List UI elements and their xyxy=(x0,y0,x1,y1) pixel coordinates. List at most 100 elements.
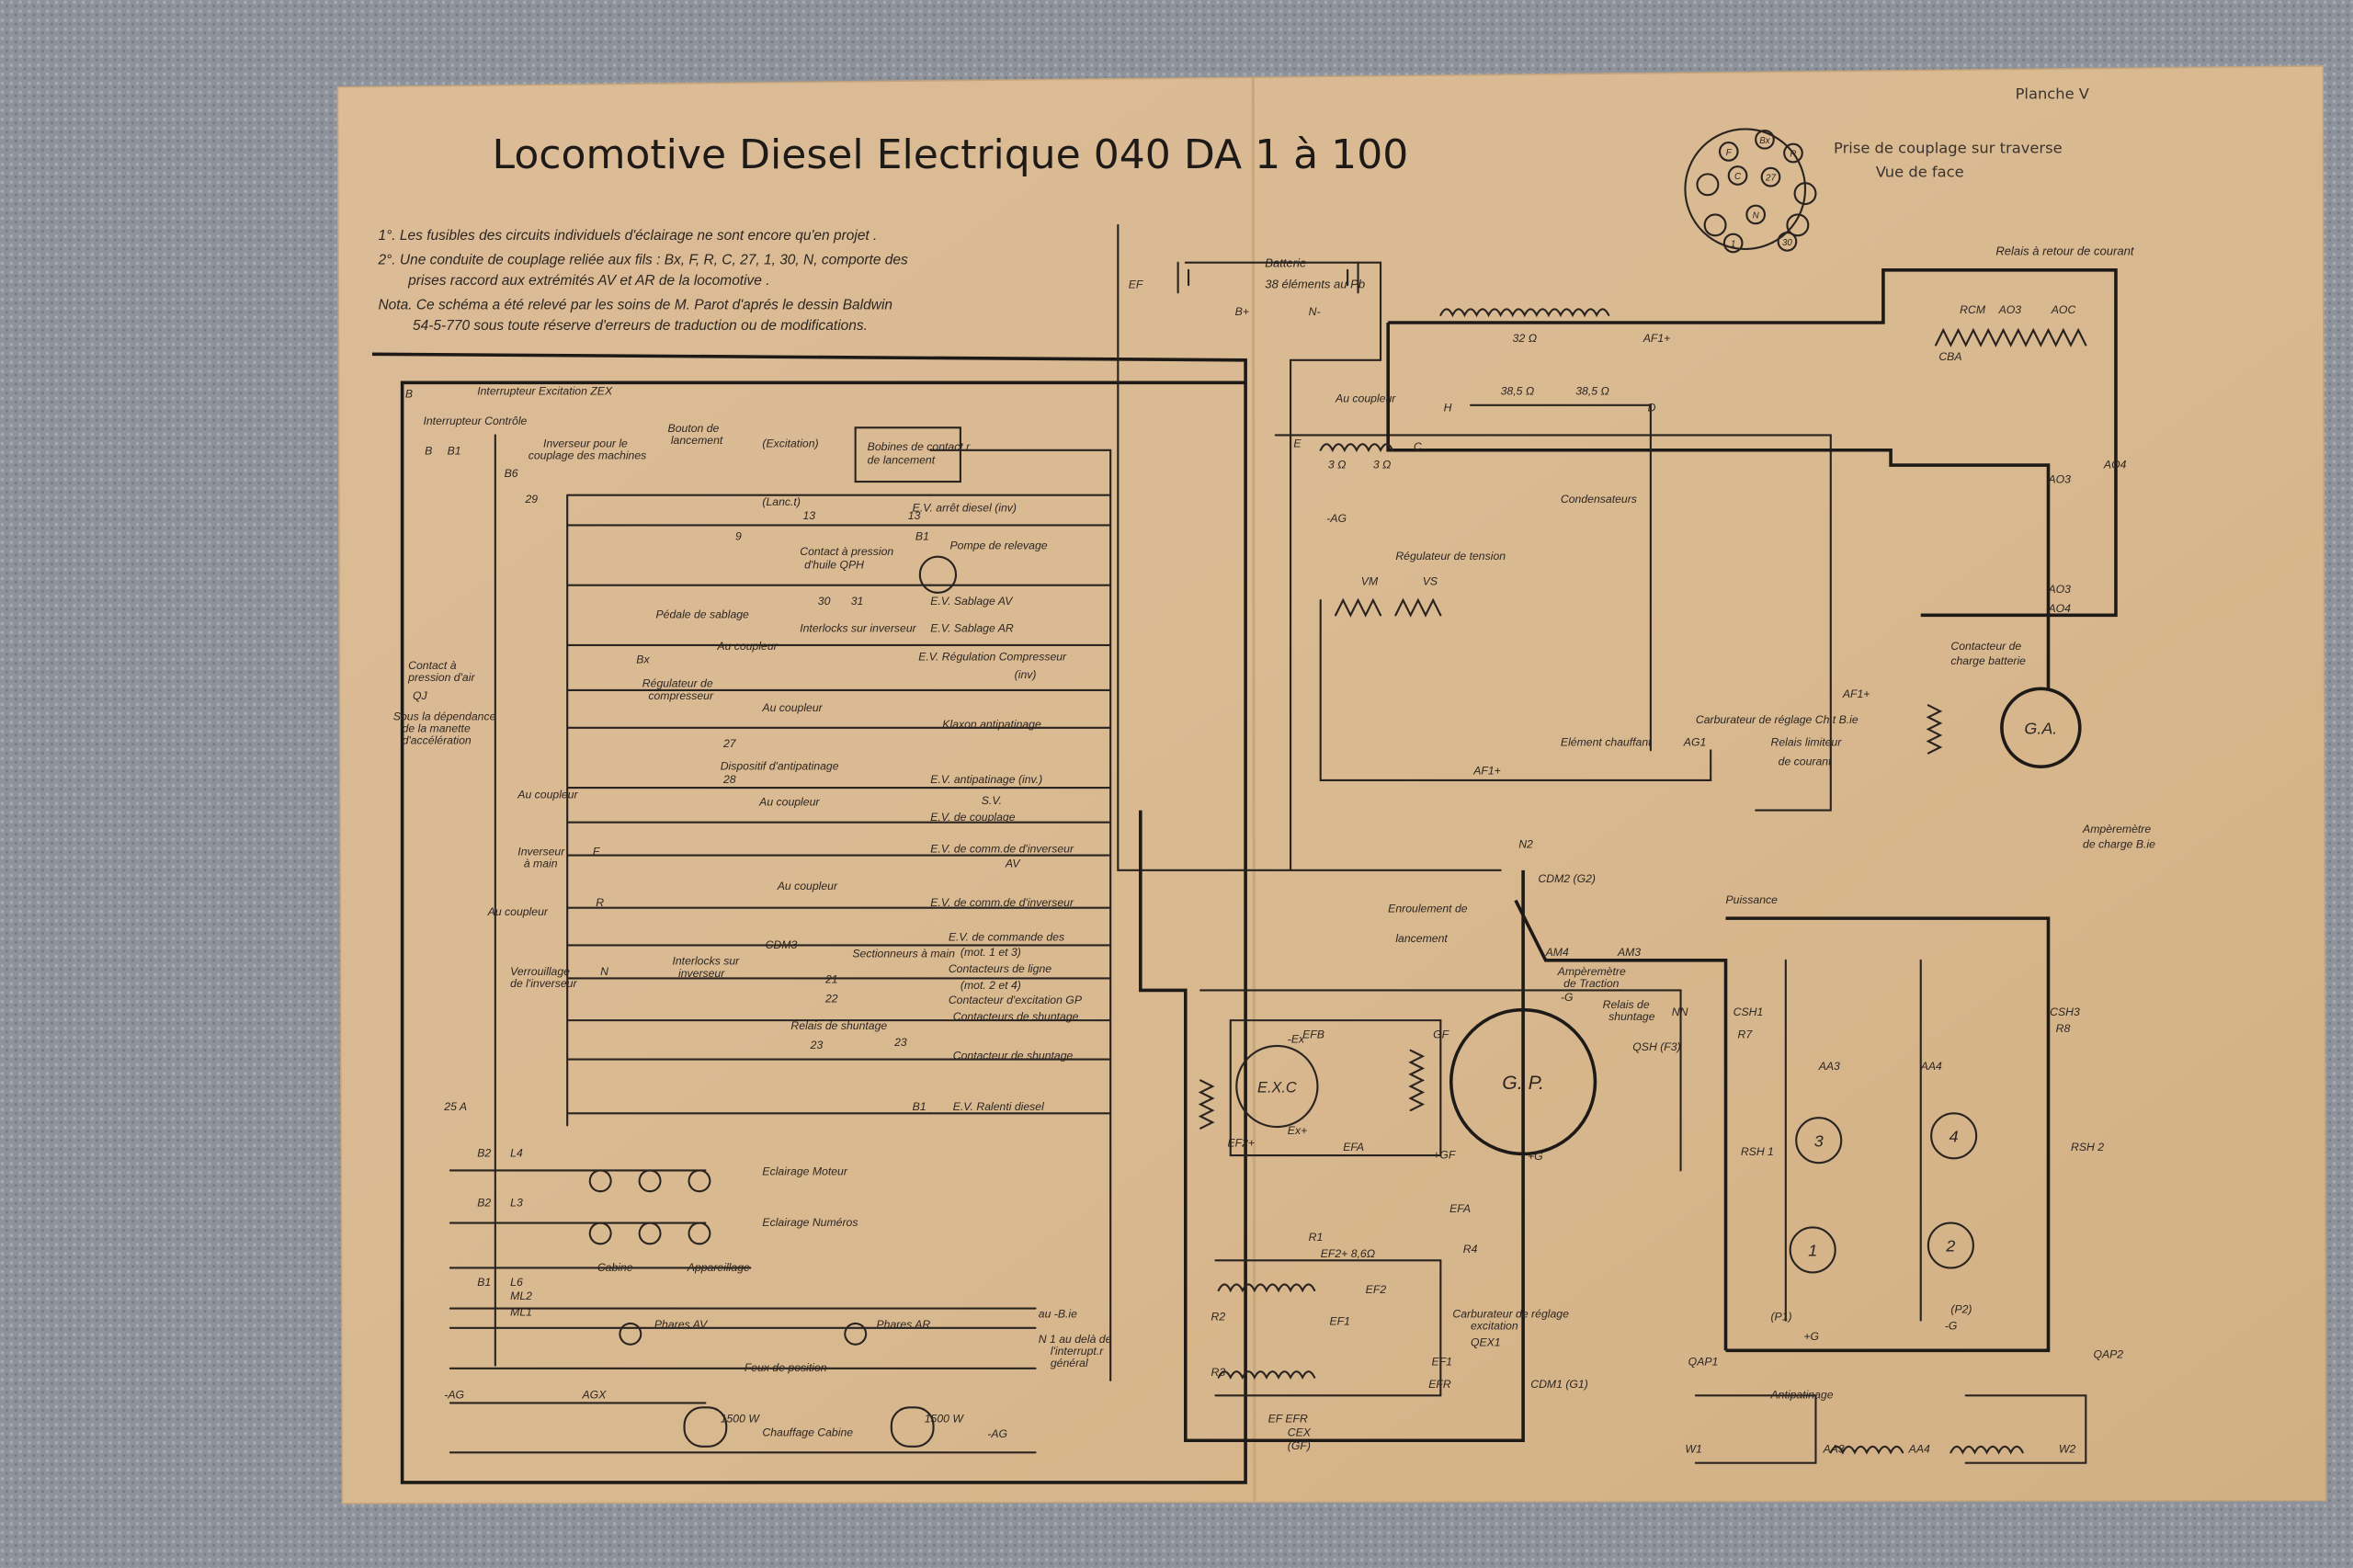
schematic-label: R xyxy=(596,896,604,909)
schematic-label: QSH (F3) xyxy=(1632,1040,1680,1053)
schematic-label: Ex+ xyxy=(1288,1124,1307,1137)
schematic-label: AF1+ xyxy=(1472,764,1501,777)
schematic-label: EFA xyxy=(1449,1202,1471,1215)
schematic-label: 1500 W xyxy=(925,1413,965,1426)
note-line: 2°. Une conduite de couplage reliée aux … xyxy=(377,252,908,267)
schematic-label: Au coupleur xyxy=(777,880,838,892)
schematic-label: QAP2 xyxy=(2093,1347,2123,1360)
note-line: 1°. Les fusibles des circuits individuel… xyxy=(378,228,877,244)
schematic-label: W2 xyxy=(2059,1442,2076,1455)
schematic-label: de Traction xyxy=(1563,977,1619,990)
schematic-label: AO3 xyxy=(2048,473,2072,486)
schematic-label: Puissance xyxy=(1726,893,1779,906)
schematic-label: EF xyxy=(1129,278,1144,290)
schematic-label: CSH3 xyxy=(2050,1006,2080,1018)
schematic-label: Contact à xyxy=(408,659,457,672)
traction-motor-4: 4 xyxy=(1930,1112,1978,1160)
schematic-label: AA3 xyxy=(1823,1442,1845,1455)
schematic-label: Klaxon antipatinage xyxy=(942,718,1041,731)
socket-pin-label: R xyxy=(1790,150,1796,160)
schematic-label: -AG xyxy=(987,1427,1007,1440)
note-line: 54-5-770 sous toute réserve d'erreurs de… xyxy=(413,318,868,334)
schematic-label: Au coupleur xyxy=(758,796,820,809)
schematic-label: +GF xyxy=(1433,1148,1457,1161)
schematic-label: 27 xyxy=(722,737,737,750)
schematic-label: à main xyxy=(524,858,558,870)
schematic-label: E.V. de comm.de d'inverseur xyxy=(930,896,1074,909)
schematic-label: E.V. Sablage AV xyxy=(930,595,1014,608)
schematic-label: Chauffage Cabine xyxy=(762,1426,853,1438)
socket-pin xyxy=(1745,204,1767,225)
socket-pin-label: C xyxy=(1734,172,1742,182)
schematic-label: B+ xyxy=(1235,305,1249,318)
schematic-label: général xyxy=(1051,1357,1088,1369)
schematic-label: R2 xyxy=(1211,1311,1226,1324)
schematic-label: RSH 1 xyxy=(1741,1145,1774,1158)
schematic-label: Bx xyxy=(636,653,650,666)
schematic-label: 1500 W xyxy=(721,1413,761,1426)
schematic-label: 31 xyxy=(851,595,864,608)
schematic-label: Carburateur de réglage xyxy=(1452,1307,1569,1320)
schematic-label: 38,5 Ω xyxy=(1575,384,1609,397)
schematic-label: B6 xyxy=(505,467,518,480)
socket-pin-empty xyxy=(1696,173,1720,197)
schematic-label: Interrupteur Contrôle xyxy=(423,415,527,427)
traction-motor-2: 2 xyxy=(1927,1221,1974,1269)
schematic-label: E.V. Ralenti diesel xyxy=(953,1100,1044,1113)
schematic-label: B1 xyxy=(913,1100,926,1113)
schematic-label: Contacteur de shuntage xyxy=(953,1050,1074,1062)
schematic-label: (Excitation) xyxy=(762,437,818,449)
schematic-label: CDM1 (G1) xyxy=(1530,1378,1588,1391)
schematic-label: Relais de shuntage xyxy=(790,1019,887,1032)
schematic-label: de lancement xyxy=(868,453,936,466)
socket-pin xyxy=(1760,166,1781,187)
schematic-label: (mot. 1 et 3) xyxy=(961,946,1021,959)
schematic-label: AO4 xyxy=(2103,458,2127,471)
schematic-label: Pédale de sablage xyxy=(656,608,750,621)
schematic-label: Antipatinage xyxy=(1769,1389,1833,1402)
schematic-label: H xyxy=(1444,401,1452,414)
schematic-label: Sous la dépendance xyxy=(393,710,496,723)
schematic-label: AO3 xyxy=(1998,303,2022,316)
schematic-label: N- xyxy=(1309,305,1321,318)
schematic-label: 23 xyxy=(810,1039,824,1051)
schematic-label: R4 xyxy=(1463,1243,1478,1256)
schematic-label: EFA xyxy=(1343,1141,1364,1153)
schematic-label: AOC xyxy=(2051,303,2076,316)
schematic-label: Elément chauffant xyxy=(1561,735,1652,748)
schematic-label: Verrouillage xyxy=(510,965,570,978)
connector-caption: Vue de face xyxy=(1876,164,1964,181)
schematic-label: E.V. arrêt diesel (inv) xyxy=(913,502,1017,515)
schematic-label: AV xyxy=(1005,858,1021,870)
schematic-label: Contacteur d'excitation GP xyxy=(949,994,1083,1006)
schematic-label: CDM2 (G2) xyxy=(1538,872,1596,885)
schematic-label: QEX1 xyxy=(1471,1335,1501,1348)
schematic-label: Au coupleur xyxy=(517,789,578,801)
schematic-label: Contact à pression xyxy=(800,545,893,558)
schematic-label: de l'inverseur xyxy=(510,977,577,990)
schematic-label: E.V. de commande des xyxy=(949,931,1064,944)
schematic-label: R7 xyxy=(1738,1028,1754,1041)
schematic-label: 22 xyxy=(824,993,838,1006)
motor-label: 2 xyxy=(1945,1237,1955,1256)
traction-motor-1: 1 xyxy=(1789,1226,1836,1274)
schematic-label: R8 xyxy=(2056,1022,2071,1035)
schematic-label: 38 éléments au Pb xyxy=(1265,277,1365,290)
schematic-label: excitation xyxy=(1471,1319,1518,1332)
socket-pin-empty xyxy=(1793,182,1817,206)
schematic-label: AM4 xyxy=(1545,946,1569,959)
schematic-label: S.V. xyxy=(982,794,1002,807)
schematic-label: AGX xyxy=(582,1389,608,1402)
schematic-label: B xyxy=(425,445,432,458)
schematic-label: 21 xyxy=(824,972,838,985)
schematic-label: E.V. Régulation Compresseur xyxy=(918,650,1067,663)
schematic-label: Phares AR xyxy=(876,1318,930,1331)
diagram-title: Locomotive Diesel Electrique 040 DA 1 à … xyxy=(493,131,1409,178)
socket-pin-empty xyxy=(1786,213,1810,237)
schematic-label: d'accélération xyxy=(403,734,472,747)
schematic-label: l'interrupt.r xyxy=(1051,1345,1104,1358)
schematic-label: charge batterie xyxy=(1950,654,2026,667)
schematic-label: de charge B.ie xyxy=(2083,837,2155,850)
